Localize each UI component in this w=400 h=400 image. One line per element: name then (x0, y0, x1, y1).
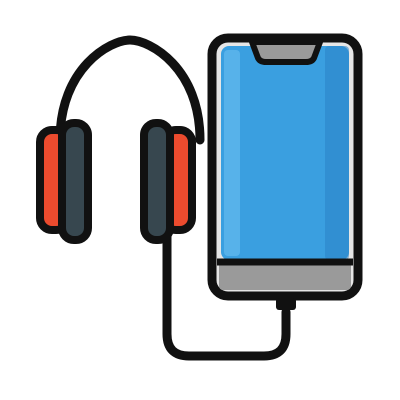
screen-shade (325, 46, 349, 260)
headphones-left-ear-cup (36, 119, 92, 244)
phone-screen (221, 46, 349, 260)
headphones-right-ear-cup (140, 119, 196, 244)
screen-highlight (224, 50, 240, 256)
phone-notch (249, 39, 323, 65)
headband (55, 35, 205, 145)
smartphone-icon (207, 33, 363, 310)
left-ear-cup (58, 119, 92, 244)
phone-bottom-bar (219, 262, 351, 290)
charging-port (276, 298, 296, 310)
audio-cable (162, 227, 291, 361)
right-ear-cup (140, 119, 174, 244)
